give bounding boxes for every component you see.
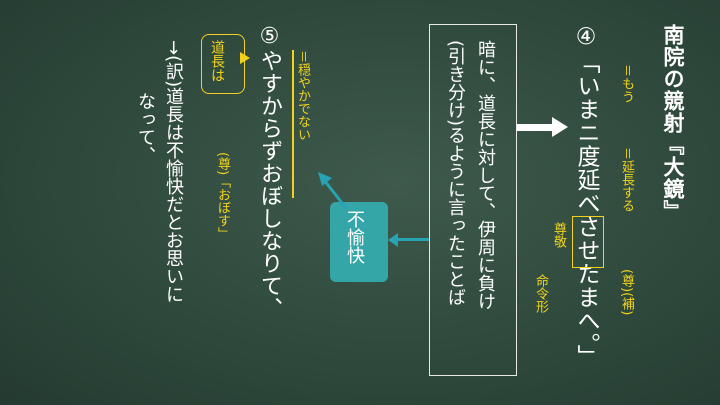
- explanation-line-1: 暗に、道長に対して、伊周に負け: [475, 40, 496, 310]
- subject-callout-label: 道長は: [209, 40, 225, 82]
- teal-up-arrow-icon: [318, 172, 348, 209]
- subject-callout: [201, 34, 245, 94]
- underline-yasukarazu: [292, 50, 294, 198]
- gloss-obosu: (尊)「おぼす」: [215, 152, 230, 241]
- gloss-sonkei: 尊敬: [551, 222, 566, 248]
- gloss-odayaka: ＝穏やかでない: [295, 50, 310, 142]
- explanation-line-2: (引き分け)るように言ったことば: [445, 40, 466, 307]
- pointer-arrow-line: [516, 124, 554, 131]
- gloss-encho: ＝延長する: [619, 147, 634, 213]
- fuyukai-label: 不愉快: [344, 210, 365, 264]
- gloss-sonho: (尊)(補): [619, 269, 634, 316]
- teal-arrow-line: [395, 238, 429, 241]
- sase-highlight-box: [572, 216, 604, 268]
- pointer-arrow-head: [552, 117, 568, 137]
- translation-line-2: なって、: [135, 92, 156, 164]
- fuyukai-badge: [330, 202, 388, 282]
- teal-arrow-head: [388, 233, 398, 247]
- explanation-box: [429, 24, 517, 376]
- quote-line-4: ④「いまニ度延べさせたまへ。」: [573, 24, 599, 368]
- gloss-mou: ＝もう: [619, 64, 634, 104]
- translation-line-1: →(訳)道長は不愉快だとお思いに: [163, 40, 184, 304]
- subject-callout-tail: [240, 52, 250, 64]
- gloss-meirei: 命令形: [533, 274, 548, 313]
- slide-title: 南院の競射『大鏡』: [661, 24, 685, 222]
- quote-line-5: ⑤やすからずおぼしなりて、: [257, 24, 282, 320]
